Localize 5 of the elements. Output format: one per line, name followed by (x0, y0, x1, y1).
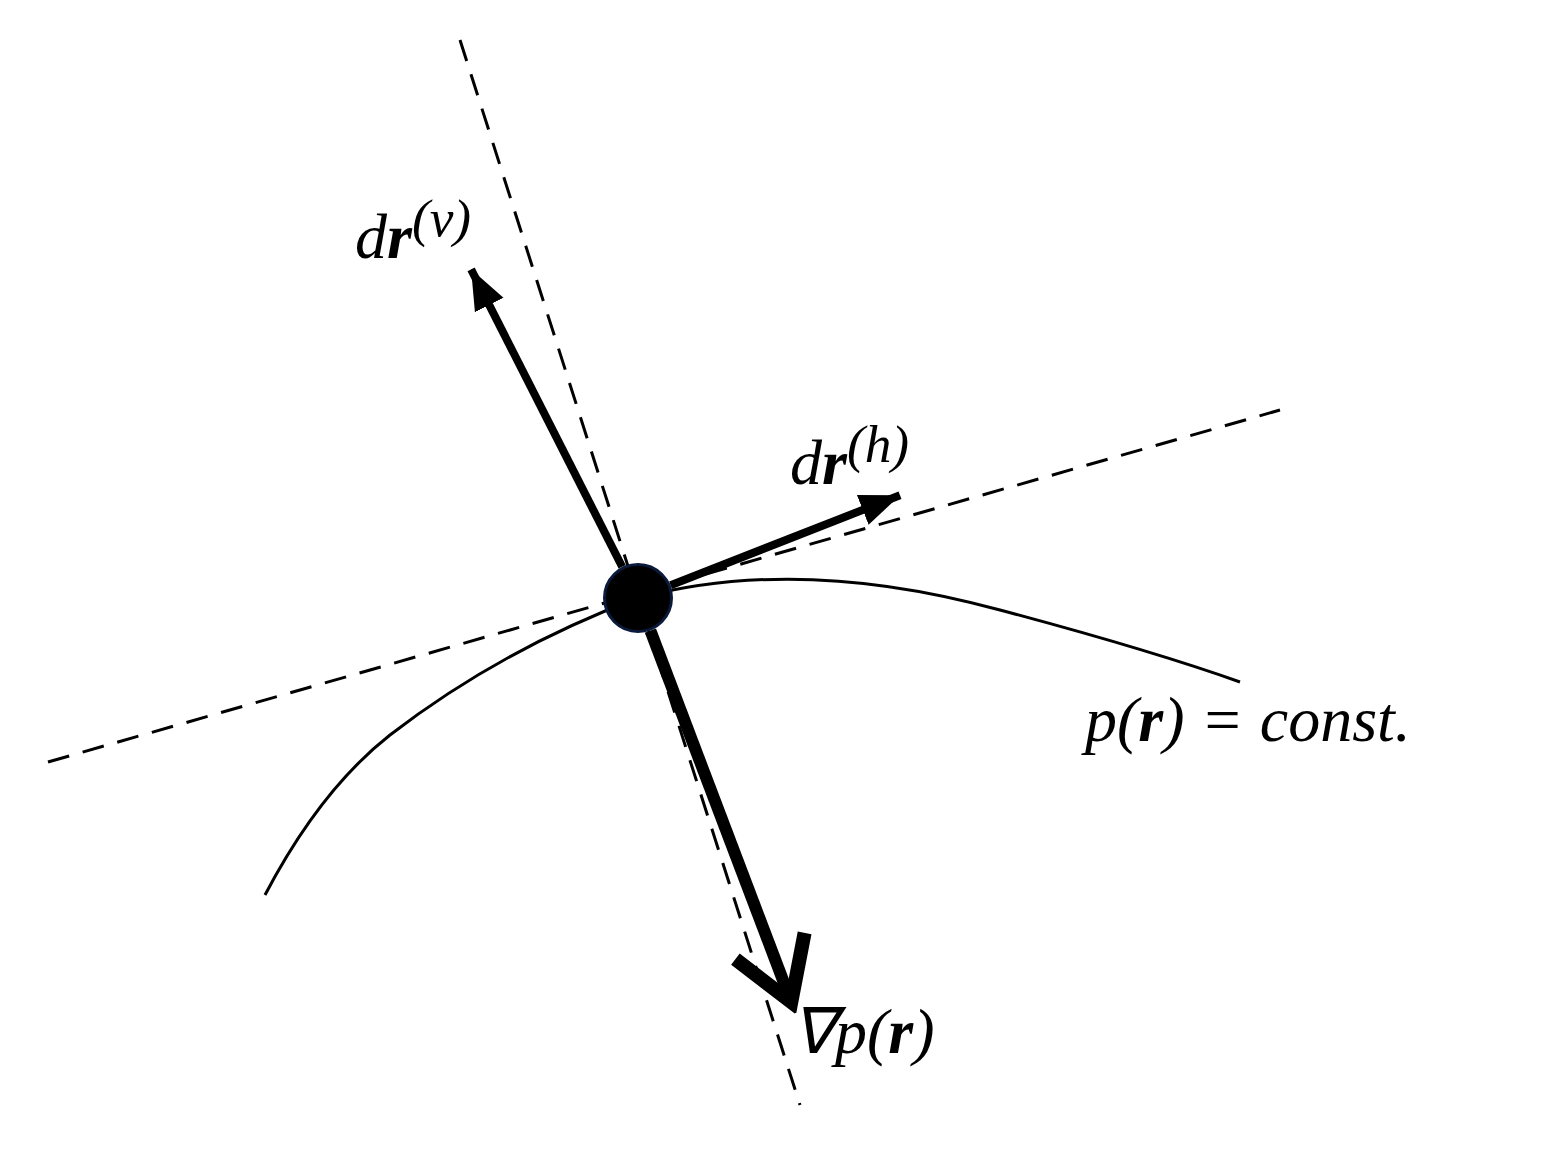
vector-label: dr$^{(h)}$ (790, 418, 910, 496)
point-dot (603, 563, 673, 633)
vector-arrow (669, 491, 902, 589)
vector-label: dr$^{(v)}$ (355, 192, 472, 270)
vector-arrow (467, 267, 626, 569)
